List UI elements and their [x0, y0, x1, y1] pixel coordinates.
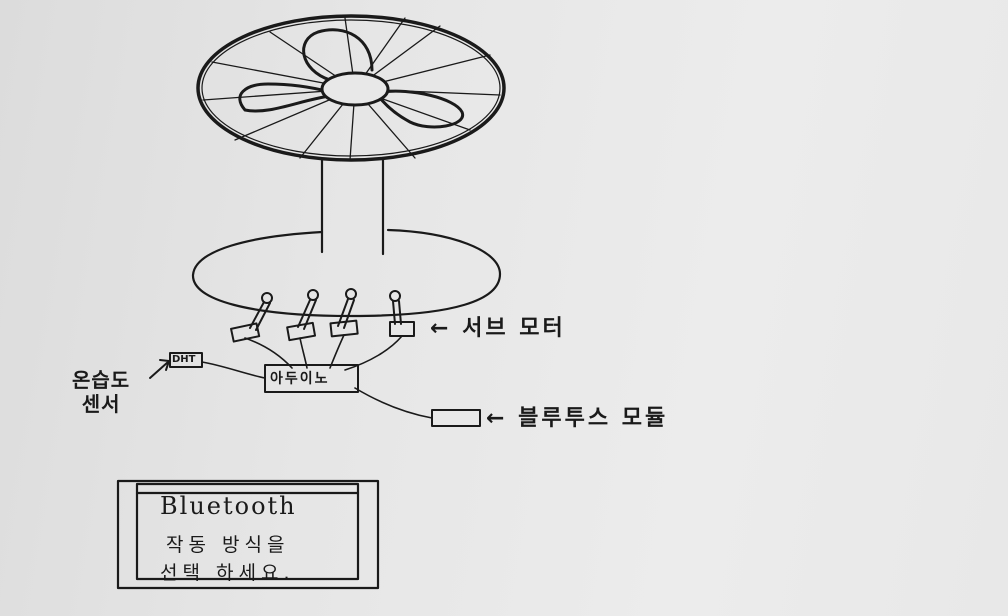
dht-arrow	[149, 359, 170, 379]
temp-humidity-sensor-label: 온습도 센서	[72, 368, 130, 416]
fan-head	[196, 14, 506, 162]
display-title: Bluetooth	[160, 492, 297, 520]
display-line1: 작동 방식을	[166, 534, 290, 556]
fan-hub	[320, 71, 390, 107]
bt-module	[431, 409, 481, 427]
dht-chip-label: DHT	[172, 354, 196, 365]
servo-motor-label: ← 서브 모터	[430, 316, 566, 341]
dht-sensor	[169, 352, 203, 368]
fan-pole	[320, 158, 385, 256]
dht-wire	[201, 361, 266, 379]
fan-blades	[238, 28, 464, 129]
bt-wire	[354, 387, 433, 419]
sensor-label-line1: 온습도	[72, 368, 131, 392]
arduino-label: 아두이노	[270, 371, 330, 387]
bluetooth-module-label: ← 블루투스 모듈	[486, 406, 669, 431]
fan-base	[191, 228, 502, 318]
display-line2: 선택 하세요.	[160, 562, 295, 584]
sensor-label-line2: 센서	[81, 392, 121, 416]
lcd-display	[116, 479, 380, 590]
